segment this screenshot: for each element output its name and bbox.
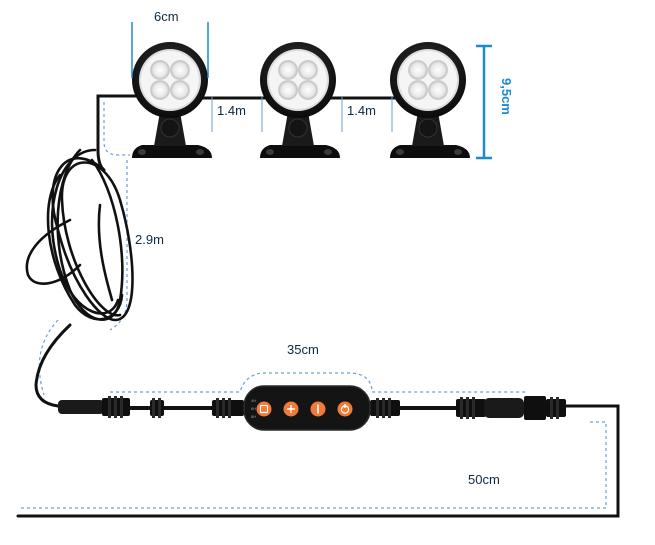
cable-top (96, 94, 138, 152)
controller-mark-1: 4H (251, 398, 256, 403)
guide-top-left (103, 102, 130, 156)
remote-controller: 4H 6H 8H (243, 385, 371, 431)
mode-icon[interactable] (310, 401, 326, 417)
spotlight-3 (390, 42, 470, 158)
connector-right (484, 396, 566, 420)
power-icon[interactable] (256, 401, 272, 417)
tail-cable-label: 50cm (468, 472, 500, 487)
spacing-1-label: 1.4m (217, 103, 246, 118)
dimension-marks (131, 22, 492, 160)
connector-mid (370, 397, 486, 419)
guide-right (20, 421, 607, 509)
spacing-2-label: 1.4m (347, 103, 376, 118)
guide-controller (110, 372, 527, 393)
dashed-guides (20, 102, 607, 509)
cable-to-plug (34, 323, 72, 408)
timer-icon[interactable] (337, 401, 353, 417)
guide-coil (109, 160, 128, 331)
spotlights (132, 42, 470, 158)
cable-tail (16, 404, 620, 518)
controller-mark-3: 8H (251, 414, 256, 419)
controller-mark-2: 6H (251, 406, 256, 411)
cable-coil (25, 148, 134, 322)
light-width-label: 6cm (154, 9, 179, 24)
guide-lower-left (38, 319, 59, 396)
controller-section-label: 35cm (287, 342, 319, 357)
light-height-label: 9,5cm (499, 78, 514, 115)
brightness-icon[interactable] (283, 401, 299, 417)
connector-left (58, 396, 244, 418)
spotlight-1 (132, 42, 212, 158)
main-cable-label: 2.9m (135, 232, 164, 247)
cables (16, 94, 620, 518)
spotlight-2 (260, 42, 340, 158)
